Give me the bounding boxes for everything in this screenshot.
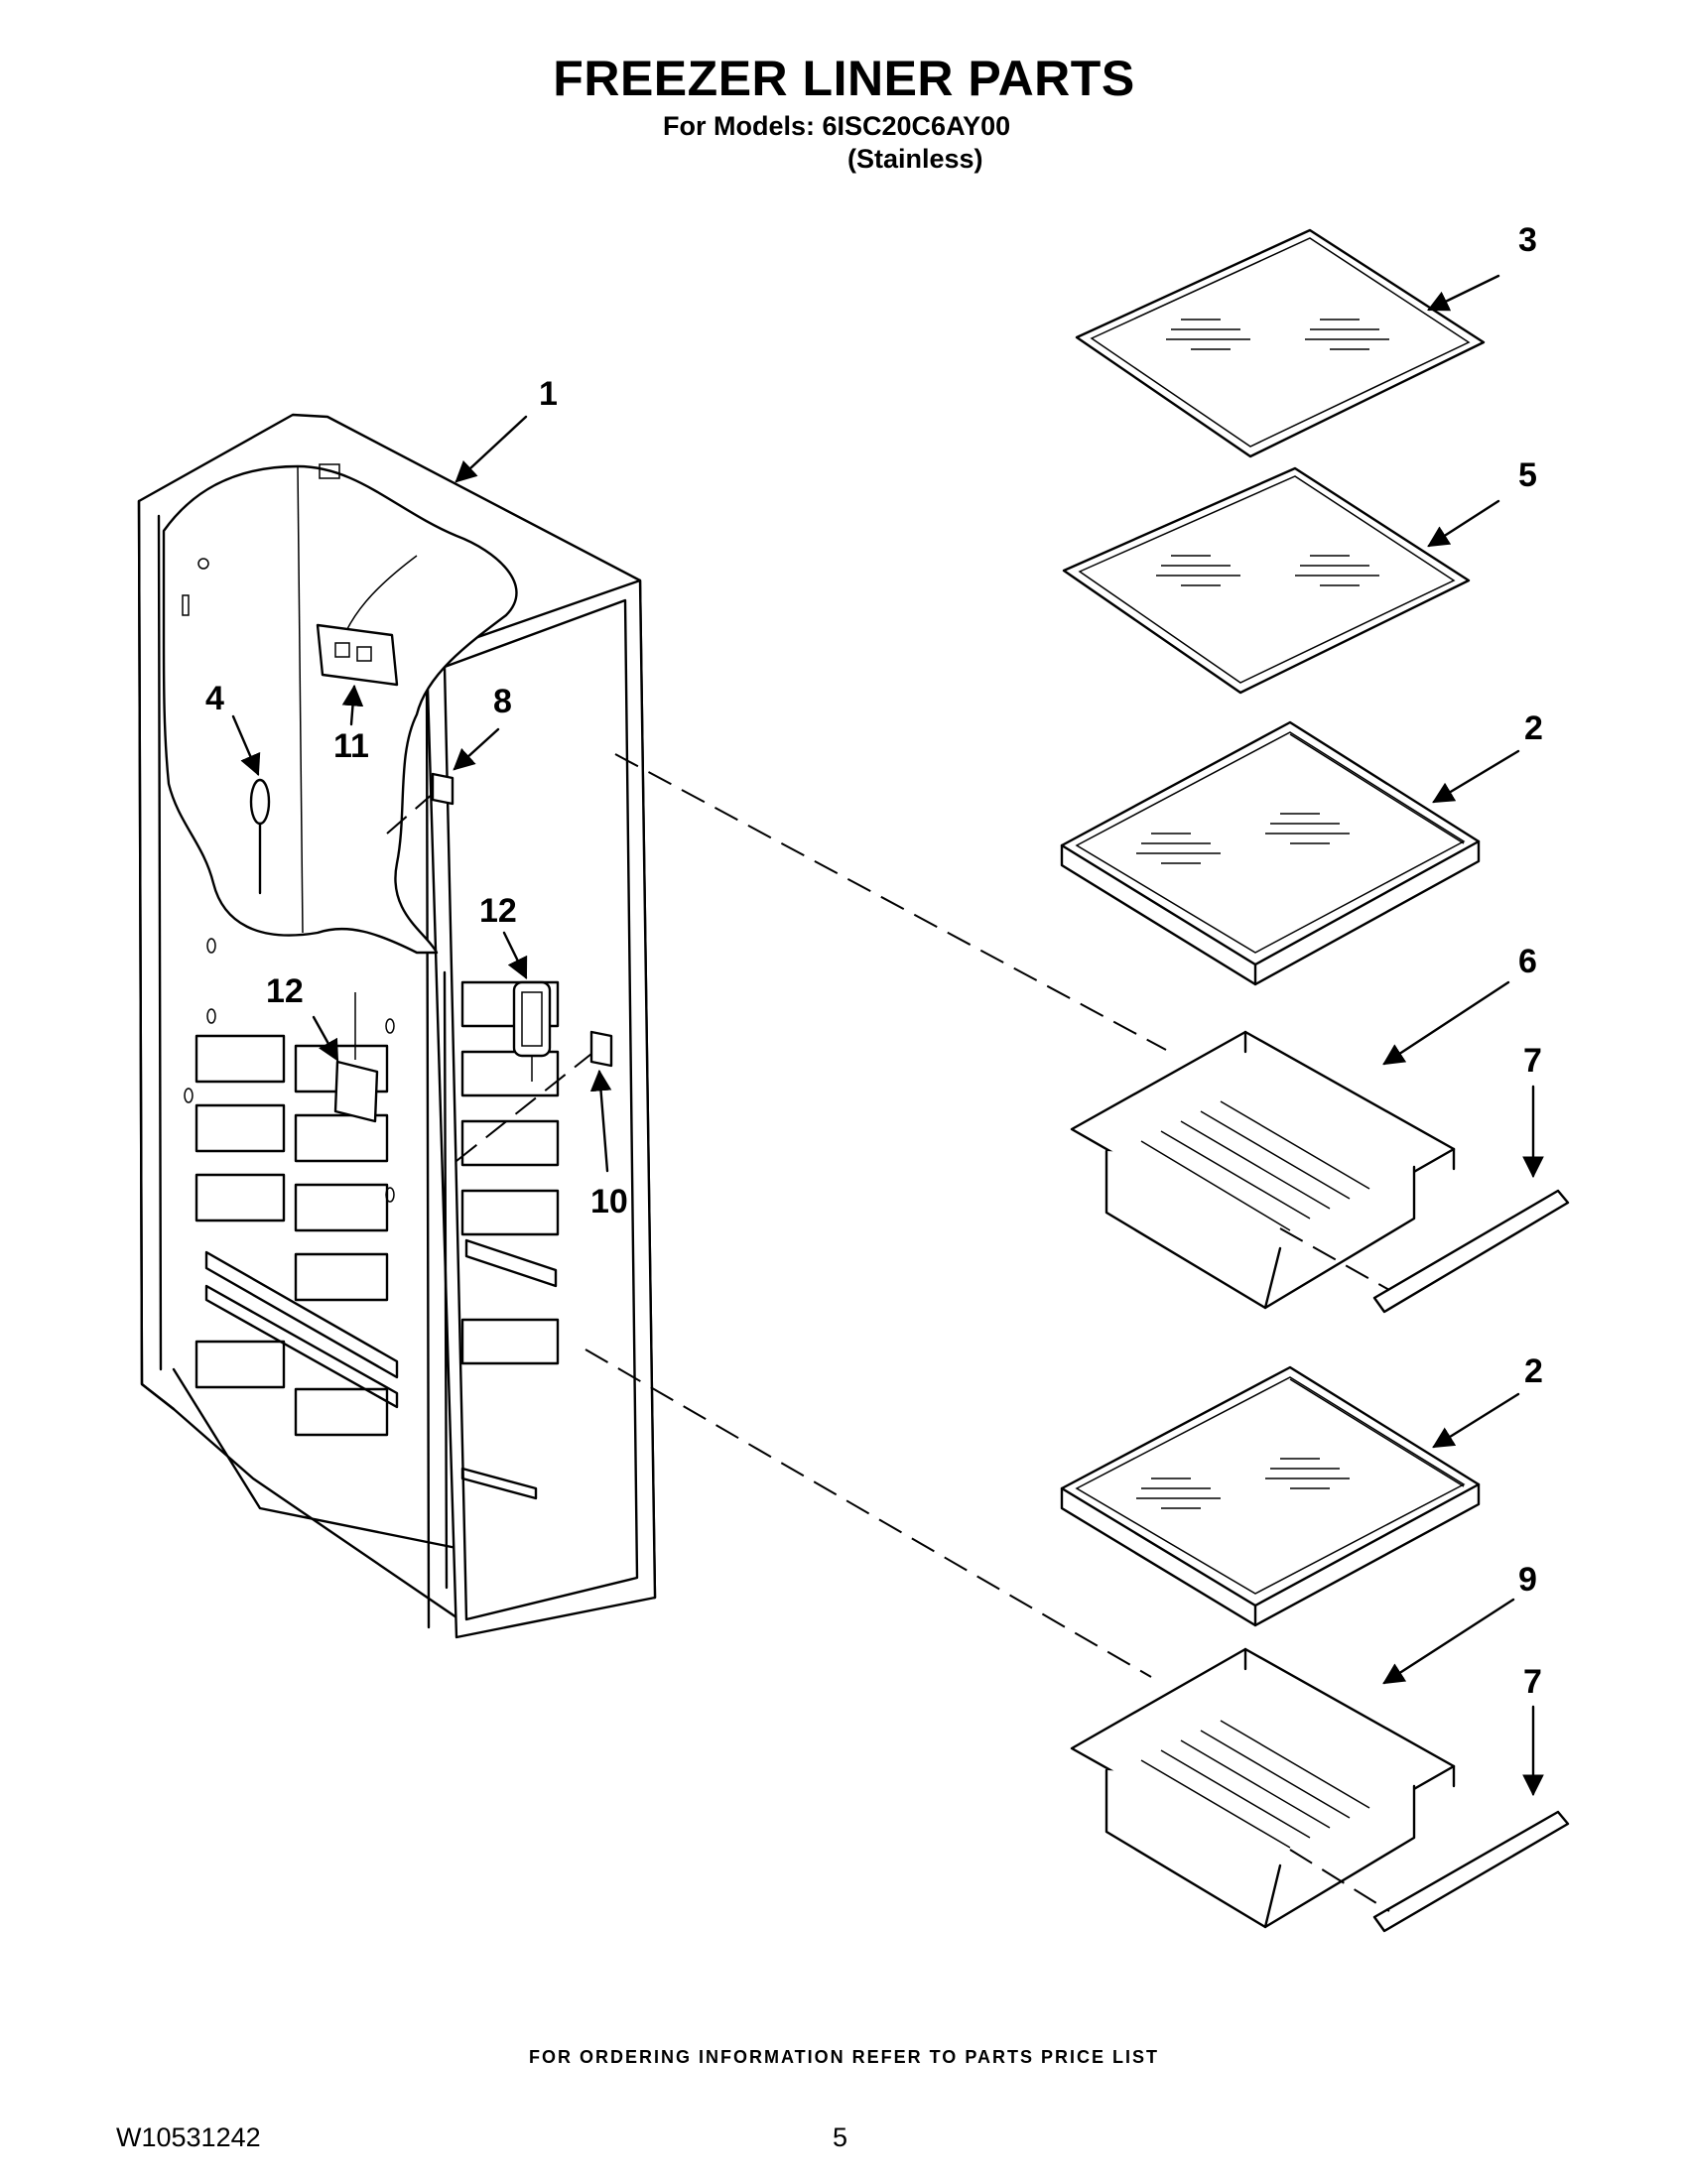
callout-10: 10 [590, 1183, 628, 1220]
freezer-pan-part-6 [1070, 1030, 1456, 1310]
pan-rail-part-7-upper [1372, 1189, 1570, 1314]
glass-shelf-part-5 [1062, 466, 1471, 695]
switch-part [431, 772, 454, 806]
callout-2-lower: 2 [1524, 1352, 1543, 1390]
assembly-line-part-8 [386, 793, 434, 835]
page-title: FREEZER LINER PARTS [553, 51, 1135, 106]
callout-12-lower: 12 [266, 972, 304, 1010]
framed-shelf-part-2-lower [1060, 1365, 1481, 1627]
callout-labels: 1 2 2 3 4 5 6 7 7 8 9 10 11 12 12 [205, 221, 1544, 1797]
callout-7-lower: 7 [1523, 1663, 1542, 1701]
callout-3: 3 [1518, 221, 1537, 259]
document-number: W10531242 [116, 2122, 261, 2152]
callout-4: 4 [205, 680, 224, 717]
switch-part-lower [589, 1030, 613, 1068]
callout-7-upper: 7 [1523, 1042, 1542, 1080]
assembly-line-upper [614, 753, 1167, 1051]
models-line: For Models: 6ISC20C6AY00 [663, 111, 1011, 141]
pan-rail-part-7-lower [1372, 1810, 1570, 1933]
callout-8: 8 [493, 683, 512, 720]
freezer-liner-part [137, 413, 657, 1639]
light-part-upper [512, 980, 552, 1082]
callout-1: 1 [539, 375, 558, 413]
callout-5: 5 [1518, 456, 1537, 494]
assembly-line-rail-lower [1289, 1849, 1390, 1912]
model-variant: (Stainless) [847, 144, 983, 174]
glass-shelf-part-3 [1075, 228, 1486, 458]
freezer-pan-part-9 [1070, 1647, 1456, 1929]
assembly-line-part-10 [455, 1053, 592, 1162]
framed-shelf-part-2-upper [1060, 720, 1481, 986]
callout-12-upper: 12 [479, 892, 517, 930]
ordering-note: FOR ORDERING INFORMATION REFER TO PARTS … [528, 2047, 1159, 2067]
light-part-lower [333, 992, 379, 1123]
callout-9: 9 [1518, 1561, 1537, 1599]
sensor-part [249, 778, 271, 895]
page-number: 5 [833, 2122, 848, 2152]
assembly-line-lower [584, 1349, 1152, 1678]
assembly-line-rail-upper [1279, 1227, 1390, 1291]
callout-6: 6 [1518, 943, 1537, 980]
callout-11: 11 [333, 727, 369, 765]
callout-2-upper: 2 [1524, 709, 1543, 747]
connector-part [316, 623, 399, 687]
